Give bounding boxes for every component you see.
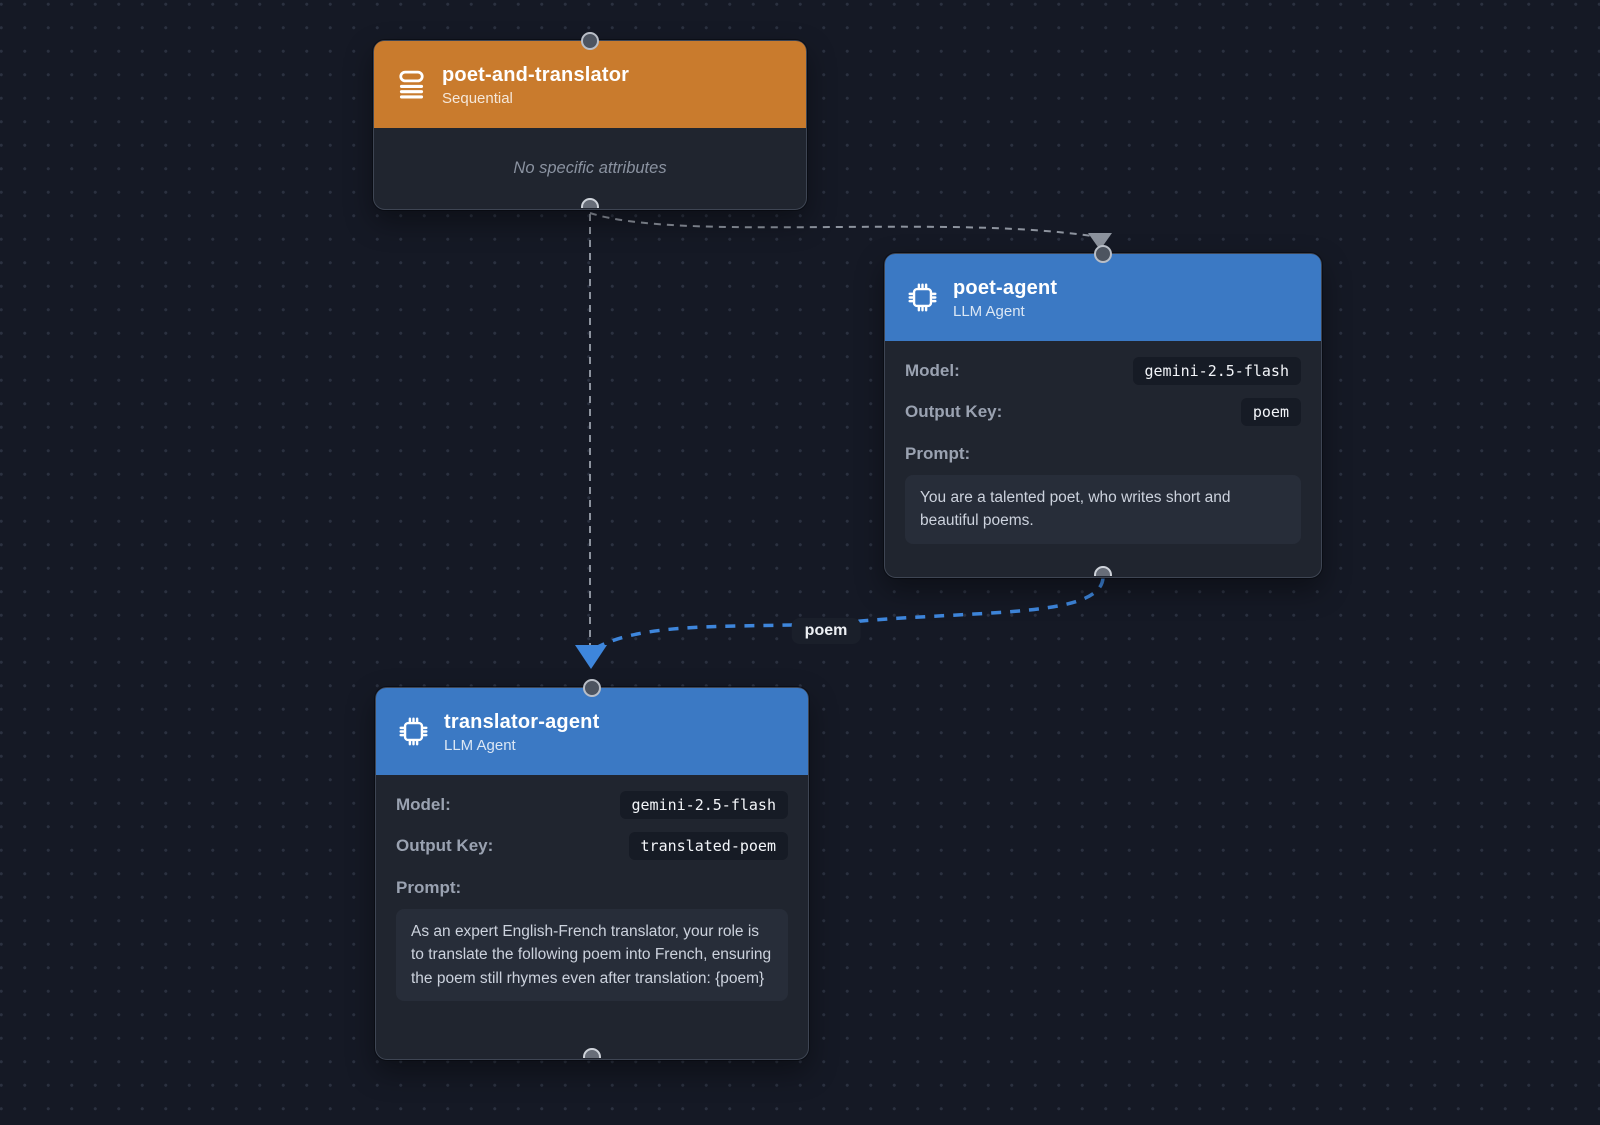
model-field-row: Model: gemini-2.5-flash — [396, 791, 788, 819]
node-translator-agent-input-handle[interactable] — [583, 679, 601, 697]
node-poet-agent-body: Model: gemini-2.5-flash Output Key: poem… — [885, 341, 1321, 558]
node-poet-and-translator-output-handle[interactable] — [579, 198, 601, 208]
output-key-label: Output Key: — [905, 402, 1003, 421]
node-poet-agent-input-handle[interactable] — [1094, 245, 1112, 263]
node-translator-agent-header[interactable]: translator-agent LLM Agent — [376, 688, 808, 775]
node-translator-agent-output-handle[interactable] — [581, 1048, 603, 1058]
node-poet-agent-output-handle[interactable] — [1092, 566, 1114, 576]
model-field-row: Model: gemini-2.5-flash — [905, 357, 1301, 385]
cpu-icon — [907, 283, 937, 313]
edge-poet-to-translator-agent[interactable] — [595, 577, 1105, 650]
node-translator-agent-titles: translator-agent LLM Agent — [444, 710, 599, 754]
node-poet-agent-titles: poet-agent LLM Agent — [953, 276, 1057, 320]
node-title: poet-and-translator — [442, 63, 630, 86]
prompt-label: Prompt: — [396, 878, 462, 897]
cpu-icon — [398, 717, 428, 747]
node-translator-agent-body: Model: gemini-2.5-flash Output Key: tran… — [376, 775, 808, 1015]
output-key-label: Output Key: — [396, 836, 494, 855]
node-title: translator-agent — [444, 710, 600, 733]
node-poet-and-translator-input-handle[interactable] — [581, 32, 599, 50]
prompt-text: As an expert English-French translator, … — [396, 909, 788, 1001]
node-poet-and-translator-body: No specific attributes — [374, 128, 806, 209]
edge-seq-to-poet-agent[interactable] — [589, 212, 1093, 237]
edge-poet-to-translator-agent-arrowhead — [575, 645, 607, 669]
edge-label-poem[interactable]: poem — [791, 618, 861, 644]
edge-seq-to-poet-agent-arrowhead — [1088, 233, 1112, 250]
model-label: Model: — [905, 361, 960, 380]
node-subtitle: LLM Agent — [444, 736, 516, 754]
prompt-label: Prompt: — [905, 444, 971, 463]
output-key-value: translated-poem — [628, 832, 788, 860]
queue-list-icon — [396, 70, 426, 100]
node-subtitle: LLM Agent — [953, 302, 1025, 320]
node-poet-agent[interactable]: poet-agent LLM Agent Model: gemini-2.5-f… — [884, 245, 1322, 578]
model-value: gemini-2.5-flash — [619, 791, 788, 819]
model-value: gemini-2.5-flash — [1132, 357, 1301, 385]
node-poet-and-translator-titles: poet-and-translator Sequential — [442, 63, 629, 107]
node-title: poet-agent — [953, 276, 1058, 299]
node-poet-and-translator[interactable]: poet-and-translator Sequential No specif… — [373, 32, 807, 210]
output-key-value: poem — [1240, 398, 1301, 426]
node-translator-agent[interactable]: translator-agent LLM Agent Model: gemini… — [375, 679, 809, 1060]
node-subtitle: Sequential — [442, 89, 513, 107]
node-poet-and-translator-header[interactable]: poet-and-translator Sequential — [374, 41, 806, 128]
node-poet-agent-header[interactable]: poet-agent LLM Agent — [885, 254, 1321, 341]
model-label: Model: — [396, 795, 451, 814]
output-key-field-row: Output Key: translated-poem — [396, 832, 788, 860]
prompt-text: You are a talented poet, who writes shor… — [905, 475, 1301, 544]
no-attributes-text: No specific attributes — [513, 159, 667, 177]
output-key-field-row: Output Key: poem — [905, 398, 1301, 426]
